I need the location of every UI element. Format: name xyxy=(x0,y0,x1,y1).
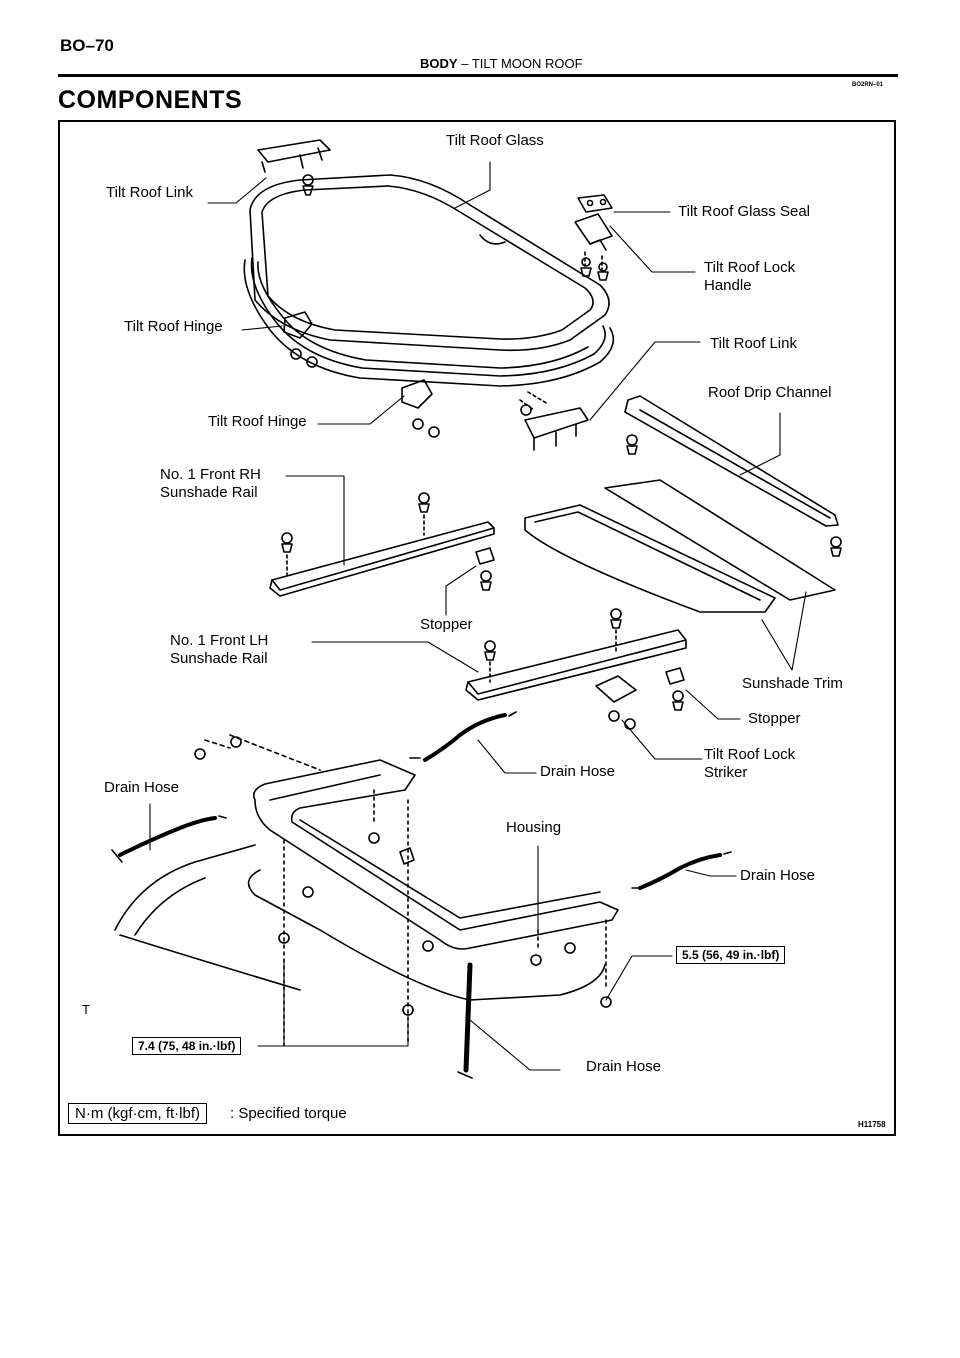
label-housing: Housing xyxy=(506,819,562,836)
label-tilt-roof-link-right: Tilt Roof Link xyxy=(710,335,797,352)
leader-lines xyxy=(149,161,807,1071)
section-name: BODY xyxy=(420,56,458,71)
tilt-roof-glass-seal-part xyxy=(577,194,613,213)
tilt-roof-hinge-lower-part xyxy=(401,379,440,438)
tilt-roof-glass xyxy=(249,174,610,352)
label-drain-hose-center: Drain Hose xyxy=(540,763,616,780)
drain-hose-bottom-part xyxy=(457,962,473,1079)
header-rule xyxy=(58,74,898,77)
stopper-right-part xyxy=(665,667,685,711)
label-sunshade-trim: Sunshade Trim xyxy=(742,675,843,692)
label-tilt-roof-hinge-lower: Tilt Roof Hinge xyxy=(208,413,307,430)
legend-text: : Specified torque xyxy=(230,1105,347,1122)
subsection-name: TILT MOON ROOF xyxy=(471,56,583,71)
page-title: COMPONENTS xyxy=(58,86,243,114)
label-roof-drip-channel: Roof Drip Channel xyxy=(708,384,832,401)
tilt-roof-glass-seal-ring xyxy=(243,257,615,387)
label-stopper-right: Stopper xyxy=(748,710,801,727)
label-front-rh-sunshade-rail: No. 1 Front RH Sunshade Rail xyxy=(160,466,261,502)
label-drain-hose-left: Drain Hose xyxy=(104,779,180,796)
drain-hose-right-part xyxy=(631,851,732,890)
tilt-roof-link-right-part xyxy=(519,391,589,451)
doc-code: BO2RN–01 xyxy=(852,82,884,88)
label-stopper-center: Stopper xyxy=(420,616,473,633)
legend-unit-box: N·m (kgf·cm, ft·lbf) xyxy=(68,1103,207,1124)
label-front-lh-sunshade-rail-line2: Sunshade Rail xyxy=(170,650,268,667)
front-rh-sunshade-rail-part xyxy=(269,492,495,597)
label-front-lh-sunshade-rail-line1: No. 1 Front LH xyxy=(170,632,269,649)
label-tilt-roof-link-left: Tilt Roof Link xyxy=(106,184,193,201)
label-tilt-roof-hinge-upper: Tilt Roof Hinge xyxy=(124,318,223,335)
label-tilt-roof-lock-striker-line2: Striker xyxy=(704,764,748,781)
roof-drip-channel-part xyxy=(624,395,842,557)
torque-value-right: 5.5 (56, 49 in.·lbf) xyxy=(676,946,786,964)
front-lh-sunshade-rail-part xyxy=(465,608,687,701)
label-tilt-roof-lock-handle: Tilt Roof Lock Handle xyxy=(704,259,795,295)
diagram-frame xyxy=(58,120,896,1136)
sunshade-trim-part xyxy=(524,479,836,613)
body-roof-outline xyxy=(114,844,301,991)
tilt-roof-hinge-upper-part xyxy=(283,311,318,368)
label-front-lh-sunshade-rail: No. 1 Front LH Sunshade Rail xyxy=(170,632,268,668)
tilt-roof-link-left-part xyxy=(257,139,331,196)
label-front-rh-sunshade-rail-line1: No. 1 Front RH xyxy=(160,466,261,483)
label-tilt-roof-glass: Tilt Roof Glass xyxy=(446,132,544,149)
label-tilt-roof-lock-handle-line1: Tilt Roof Lock xyxy=(704,259,796,276)
label-drain-hose-right: Drain Hose xyxy=(740,867,816,884)
page-code: BO–70 xyxy=(60,36,114,55)
label-tilt-roof-lock-striker-line1: Tilt Roof Lock xyxy=(704,746,796,763)
tilt-roof-lock-handle-part xyxy=(574,213,613,281)
t-mark: T xyxy=(82,1002,90,1017)
drain-hose-center-part xyxy=(194,711,517,771)
torque-value-left: 7.4 (75, 48 in.·lbf) xyxy=(132,1037,242,1055)
section-separator: – xyxy=(461,56,469,71)
tilt-roof-lock-striker-part xyxy=(595,675,637,730)
drain-hose-left-part xyxy=(111,815,227,863)
header-section: BODY – TILT MOON ROOF xyxy=(420,56,583,71)
label-tilt-roof-lock-striker: Tilt Roof Lock Striker xyxy=(704,746,795,782)
label-front-rh-sunshade-rail-line2: Sunshade Rail xyxy=(160,484,258,501)
housing-part xyxy=(247,759,619,1001)
housing-bolts xyxy=(278,789,612,1046)
label-drain-hose-bottom: Drain Hose xyxy=(586,1058,662,1075)
label-tilt-roof-glass-seal: Tilt Roof Glass Seal xyxy=(678,203,810,220)
label-tilt-roof-lock-handle-line2: Handle xyxy=(704,277,752,294)
figure-code: H11758 xyxy=(858,1120,886,1129)
stopper-center-part xyxy=(475,547,495,591)
